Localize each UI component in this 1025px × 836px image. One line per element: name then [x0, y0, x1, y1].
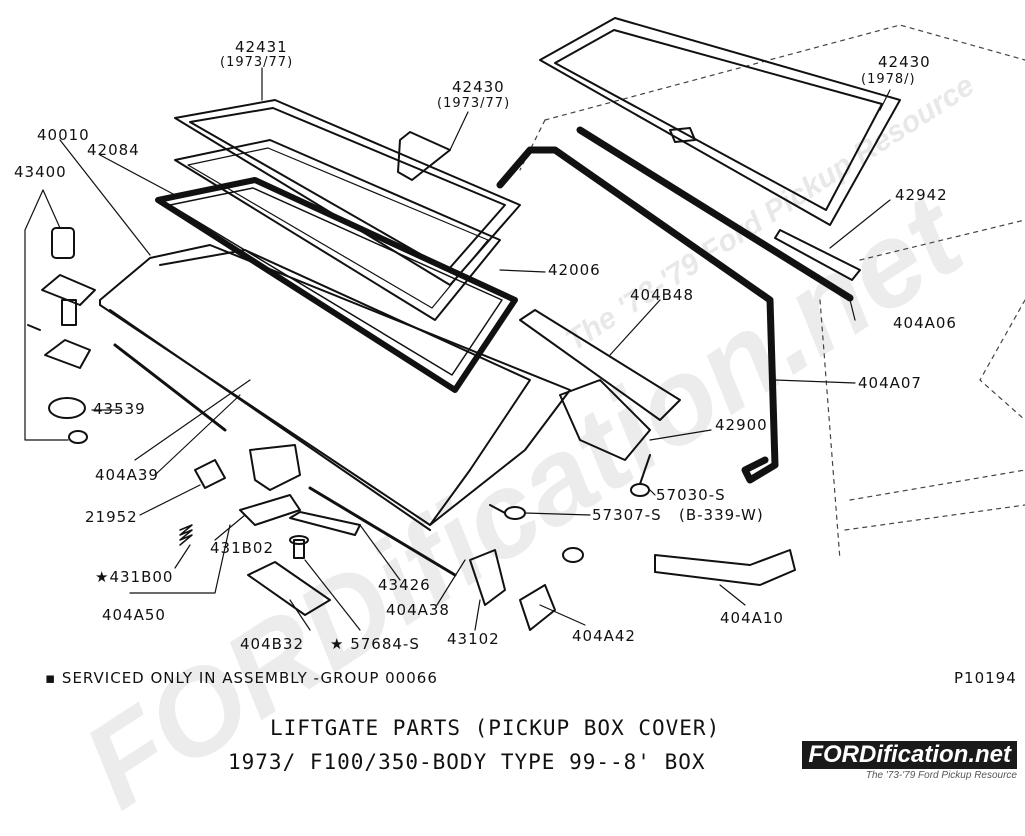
diagram-title-line2: 1973/ F100/350-BODY TYPE 99--8' BOX: [228, 750, 706, 774]
label-42084: 42084: [87, 141, 140, 159]
label-431B00: ★431B00: [95, 568, 174, 586]
label-42430-a: 42430: [452, 78, 505, 96]
label-57684S: ★ 57684-S: [330, 635, 420, 653]
part-404A39-rod: [113, 343, 227, 432]
label-21952: 21952: [85, 508, 138, 526]
part-404A42-bracket: [519, 584, 556, 631]
label-43426: 43426: [378, 576, 431, 594]
logo-sub-text: The '73-'79 Ford Pickup Resource: [865, 769, 1017, 781]
label-42430-b: 42430: [878, 53, 931, 71]
part-404A38-rod: [308, 486, 457, 577]
truck-outline: [519, 24, 1025, 561]
part-57684S-bolt: [289, 535, 309, 559]
part-42942-bar: [774, 229, 861, 281]
part-42084-glass: [174, 139, 501, 321]
label-404A06: 404A06: [893, 314, 957, 332]
label-B339W: (B-339-W): [679, 506, 764, 524]
label-404B48: 404B48: [630, 286, 695, 304]
part-42900-hinge: [559, 379, 651, 461]
part-43400-handle: [27, 227, 96, 444]
figure-id: P10194: [954, 669, 1017, 687]
label-404B32: 404B32: [240, 635, 305, 653]
label-43102: 43102: [447, 630, 500, 648]
label-42900: 42900: [715, 416, 768, 434]
part-404A10-arm: [654, 549, 796, 586]
part-431B00-spring: [179, 524, 193, 546]
part-42430-bar: [397, 131, 451, 181]
label-42431-years: (1973/77): [220, 55, 294, 70]
label-404A42: 404A42: [572, 627, 636, 645]
part-404B48-rail: [519, 309, 681, 421]
label-42431: 42431: [235, 38, 288, 56]
label-431B02: 431B02: [210, 539, 275, 557]
label-42430-a-years: (1973/77): [437, 96, 511, 111]
parts-drawing: [24, 17, 1025, 631]
part-40010-liftgate-panel: [99, 244, 571, 531]
label-42006: 42006: [548, 261, 601, 279]
label-57307S: 57307-S: [592, 506, 662, 524]
part-404B32-plate: [247, 561, 331, 616]
label-42942: 42942: [895, 186, 948, 204]
label-404A38: 404A38: [386, 601, 450, 619]
label-40010: 40010: [37, 126, 90, 144]
part-43426-link: [289, 511, 361, 536]
part-404A07-seal: [496, 126, 854, 484]
legend-note: ▪ SERVICED ONLY IN ASSEMBLY -GROUP 00066: [45, 669, 438, 687]
label-404A50: 404A50: [102, 606, 166, 624]
part-57030S-screw: [630, 454, 651, 497]
label-57030S: 57030-S: [656, 486, 726, 504]
diagram-stage: FORDification.net The '73-'79 Ford Picku…: [14, 17, 1025, 834]
label-404A10: 404A10: [720, 609, 784, 627]
label-43400: 43400: [14, 163, 67, 181]
logo-main-text: FORDification.net: [802, 741, 1017, 769]
label-43539: 43539: [93, 400, 146, 418]
part-43102-bracket: [469, 549, 506, 606]
part-21952-clip: [194, 459, 226, 489]
fordification-logo: FORDification.net The '73-'79 Ford Picku…: [802, 741, 1017, 781]
part-42430-1978-window: [539, 17, 901, 226]
label-42430-b-years: (1978/): [861, 72, 916, 87]
label-404A39: 404A39: [95, 466, 159, 484]
label-404A07: 404A07: [858, 374, 922, 392]
diagram-title-line1: LIFTGATE PARTS (PICKUP BOX COVER): [270, 716, 721, 740]
part-431B02-latch: [239, 444, 301, 526]
part-42006-weatherstrip: [155, 177, 518, 393]
leader-lines: [24, 67, 891, 631]
